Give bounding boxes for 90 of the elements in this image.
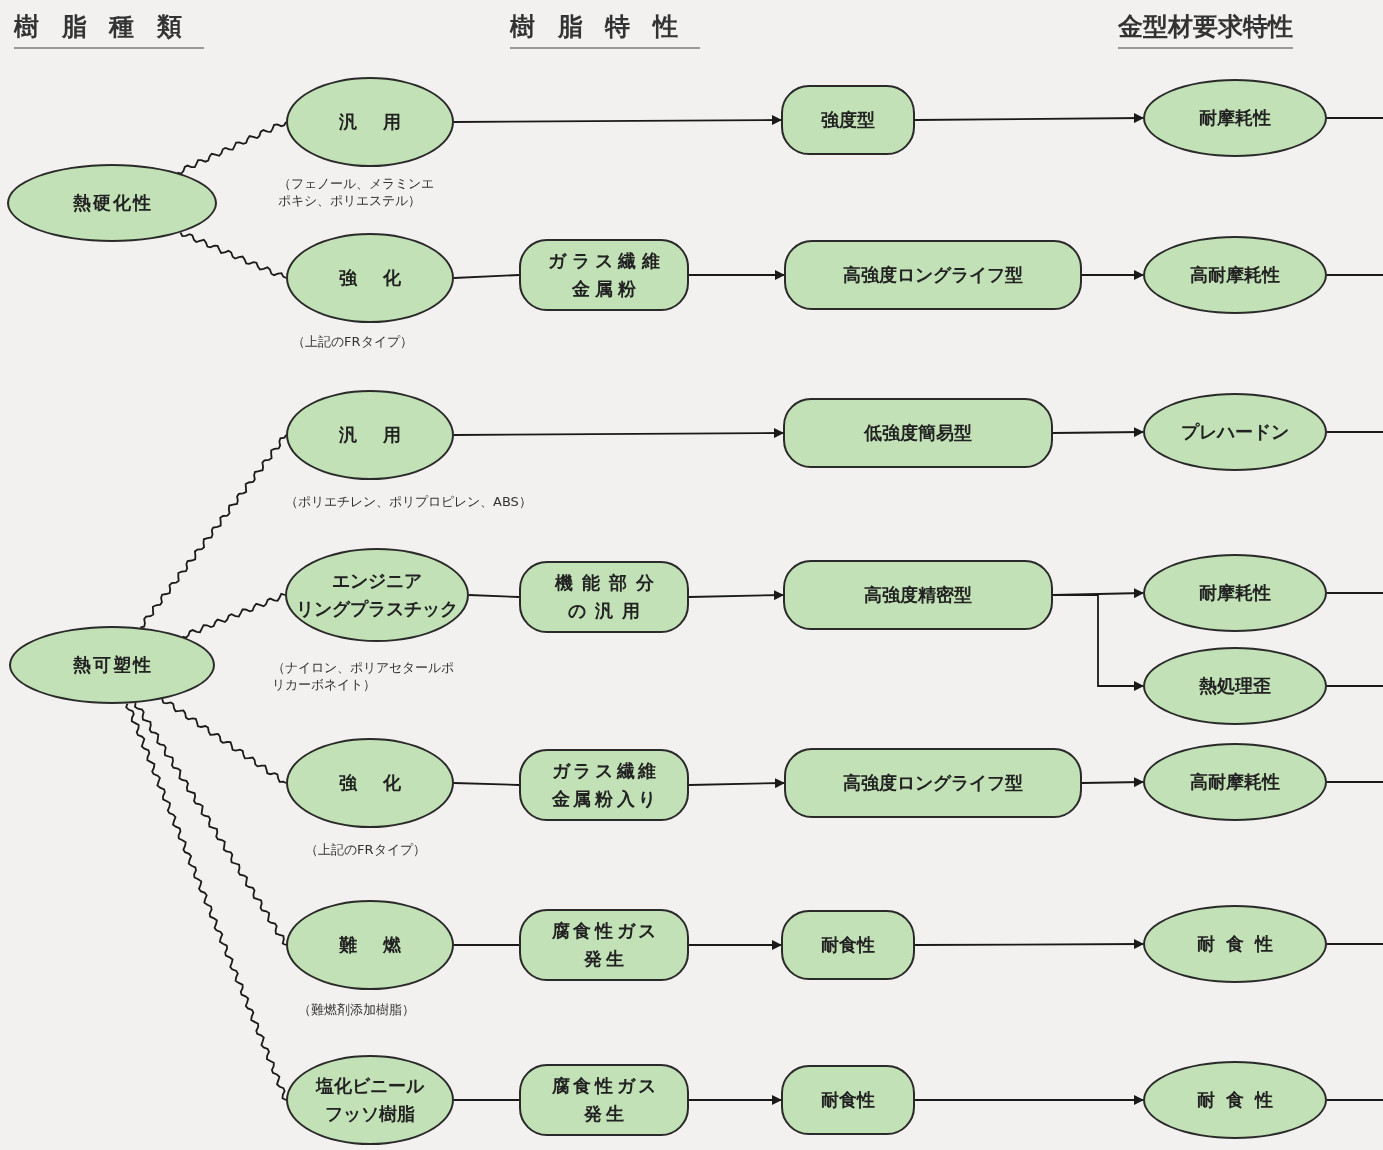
node-label: プレハードン	[1181, 420, 1289, 445]
arrow	[688, 590, 784, 601]
connector-line	[1326, 685, 1383, 687]
note-text: （難燃剤添加樹脂）	[298, 1002, 416, 1019]
node-label: 機能部分	[554, 571, 663, 596]
connector-line	[453, 1099, 520, 1101]
node-label: 熱可塑性	[73, 653, 153, 678]
node-label: 高強度ロングライフ型	[843, 771, 1023, 796]
arrow	[688, 778, 785, 789]
arrow	[914, 113, 1144, 124]
note-text: （ナイロン、ポリアセタールポリカーボネイト）	[272, 660, 455, 694]
column-heading: 金型材要求特性	[1118, 10, 1293, 49]
arrow	[688, 270, 785, 280]
node-label: ガラス繊維	[548, 249, 666, 274]
note-text: （上記のFRタイプ）	[292, 334, 414, 351]
node-label: ガラス繊維	[551, 759, 660, 784]
rounded-box	[783, 560, 1053, 630]
connector-line	[453, 944, 520, 946]
node-label: 高強度精密型	[864, 583, 972, 608]
arrow	[1052, 427, 1144, 438]
node-label: 耐食性	[821, 1088, 875, 1113]
node-label: 発生	[584, 947, 628, 971]
arrow	[688, 940, 782, 950]
wavy-line	[125, 702, 287, 1101]
arrow	[453, 428, 784, 439]
arrow	[1052, 594, 1144, 691]
node-label: 熱処理歪	[1199, 674, 1271, 699]
rounded-box	[781, 1065, 915, 1135]
rounded-box	[781, 910, 915, 980]
connector-line	[1326, 592, 1383, 594]
wavy-line	[176, 121, 287, 175]
node-label: 塩化ビニール	[316, 1074, 424, 1099]
wavy-line	[134, 702, 287, 946]
node-label: エンジニア	[332, 569, 422, 594]
arrow	[1081, 270, 1144, 280]
node-label: 汎用	[339, 110, 426, 135]
node-label: 腐食性ガス	[551, 1074, 660, 1099]
node-label: 汎用	[339, 423, 426, 448]
rounded-box	[784, 748, 1082, 818]
node-label: 金属粉	[571, 277, 642, 301]
rounded-box	[783, 398, 1053, 468]
node-label: 腐食性ガス	[551, 919, 660, 944]
rounded-box	[781, 85, 915, 155]
node-label: 強度型	[821, 108, 875, 133]
rounded-box	[519, 749, 689, 821]
node-label: 強化	[339, 266, 426, 291]
node-label: 耐食性	[1197, 1088, 1284, 1113]
arrow	[914, 1095, 1144, 1105]
node-label: 金属粉入り	[551, 787, 660, 811]
node-label: 耐摩耗性	[1199, 581, 1271, 606]
connector-line	[1326, 781, 1383, 783]
arrow	[1081, 777, 1144, 788]
arrow	[453, 115, 782, 126]
note-text: （上記のFRタイプ）	[305, 842, 427, 859]
connector-line	[468, 594, 520, 598]
node-label: 難燃	[339, 933, 426, 958]
connector-line	[1326, 117, 1383, 119]
connector-line	[1326, 1099, 1383, 1101]
rounded-box	[519, 561, 689, 633]
node-label: 低強度簡易型	[864, 421, 972, 446]
arrow	[688, 1095, 782, 1105]
rounded-box	[519, 1064, 689, 1136]
wavy-line	[161, 698, 287, 784]
rounded-box	[784, 240, 1082, 310]
node-label: 耐食性	[1197, 932, 1284, 957]
node-label: 高耐摩耗性	[1190, 263, 1280, 288]
node-label: フッソ樹脂	[325, 1102, 415, 1126]
connector-line	[453, 274, 520, 279]
arrow	[914, 939, 1144, 950]
column-heading: 樹脂特性	[510, 10, 700, 49]
connector-line	[1326, 943, 1383, 945]
connector-line	[1326, 431, 1383, 433]
column-heading: 樹脂種類	[14, 10, 204, 49]
note-text: （ポリエチレン、ポリプロピレン、ABS）	[285, 494, 533, 511]
wavy-line	[179, 231, 287, 279]
node-label: 発生	[584, 1102, 628, 1126]
node-label: リングプラスチック	[296, 597, 458, 621]
node-label: の汎用	[568, 599, 649, 623]
connector-line	[1326, 274, 1383, 276]
node-label: 高耐摩耗性	[1190, 770, 1280, 795]
connector-line	[453, 782, 520, 786]
node-label: 耐摩耗性	[1199, 106, 1271, 131]
node-label: 高強度ロングライフ型	[843, 263, 1023, 288]
node-label: 強化	[339, 771, 426, 796]
node-label: 耐食性	[821, 933, 875, 958]
node-label: 熱硬化性	[73, 191, 153, 216]
rounded-box	[519, 909, 689, 981]
rounded-box	[519, 239, 689, 311]
note-text: （フェノール、メラミンエポキシ、ポリエステル）	[278, 176, 435, 210]
wavy-line	[181, 592, 286, 639]
